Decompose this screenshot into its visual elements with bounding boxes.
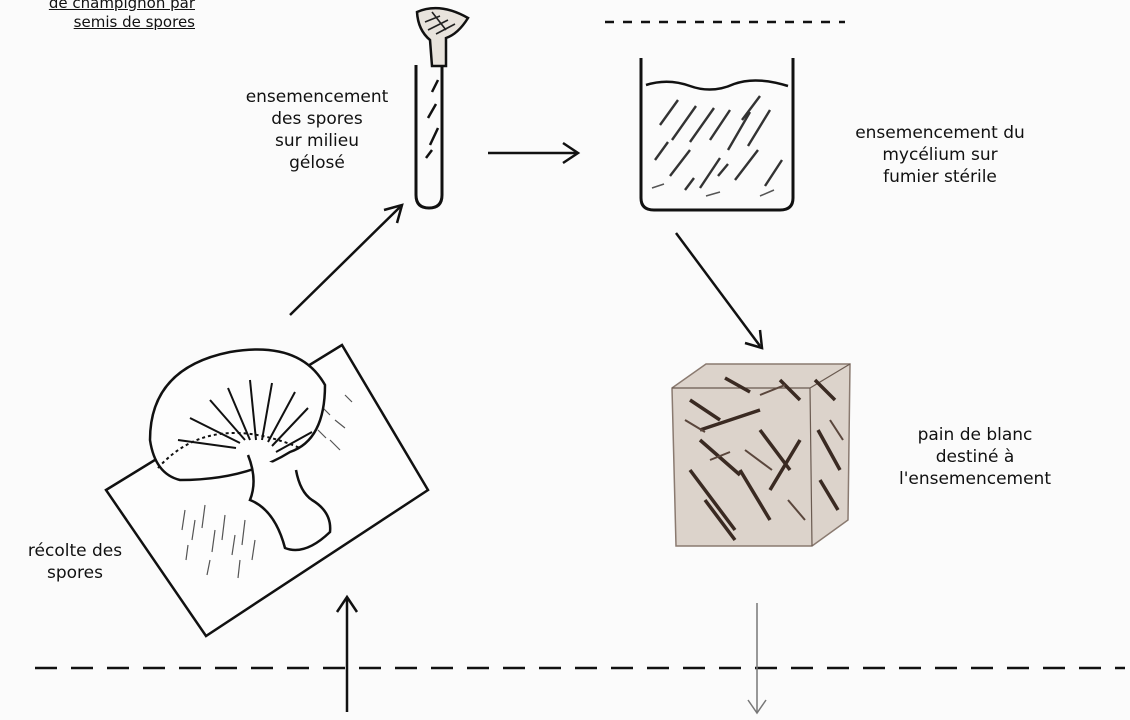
label-harvest-line-2: spores [0,562,150,584]
label-manure-line-1: ensemencement du [835,122,1045,144]
label-spawn-block: pain de blanc destiné à l'ensemencement [860,424,1090,490]
arrow-harvest-to-tube [290,205,402,315]
label-spore-harvest: récolte des spores [0,540,150,584]
arrow-up-into-cycle [337,597,357,712]
label-harvest-line-1: récolte des [0,540,150,562]
label-agar-line-2: des spores [222,108,412,130]
test-tube [416,8,468,208]
arrow-beaker-to-spawn [676,233,762,348]
arrow-tube-to-beaker [488,143,578,163]
spawn-block [672,364,850,546]
label-spawn-line-1: pain de blanc [860,424,1090,446]
label-spawn-line-2: destiné à [860,446,1090,468]
label-agar-line-4: gélosé [222,152,412,174]
label-manure-line-3: fumier stérile [835,166,1045,188]
label-agar-line-1: ensemencement [222,86,412,108]
label-spawn-line-3: l'ensemencement [860,468,1090,490]
beaker [641,58,793,210]
arrow-down-out-of-cycle [748,603,766,713]
spore-print [106,345,428,636]
label-agar-line-3: sur milieu [222,130,412,152]
label-agar-seeding: ensemencement des spores sur milieu gélo… [222,86,412,174]
label-manure-seeding: ensemencement du mycélium sur fumier sté… [835,122,1045,188]
label-manure-line-2: mycélium sur [835,144,1045,166]
